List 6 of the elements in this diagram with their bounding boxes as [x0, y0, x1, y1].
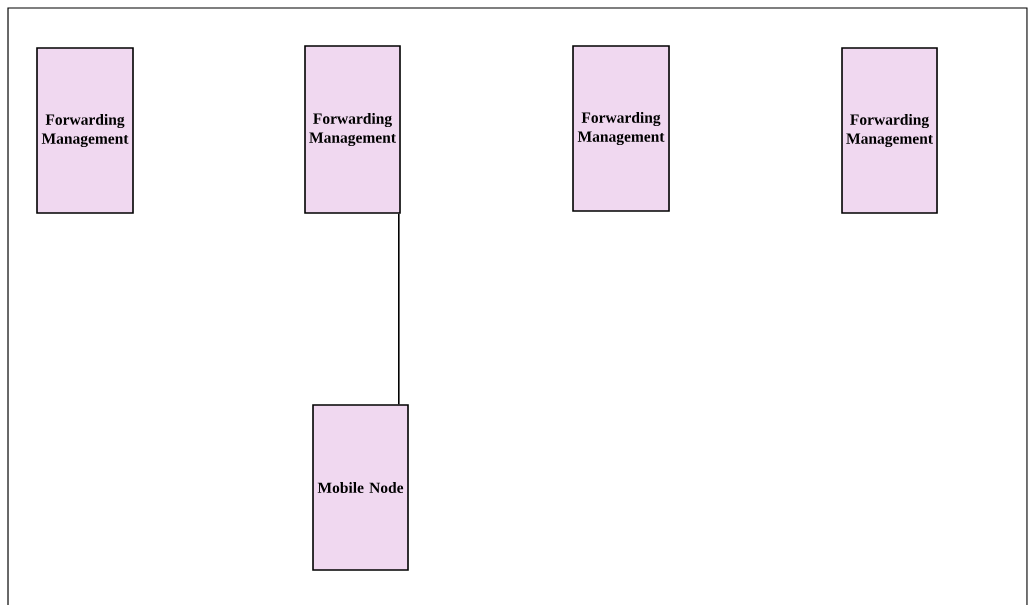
node-box: Mobile Node [312, 404, 409, 571]
node-box: Forwarding Management [572, 45, 670, 212]
connector-line [398, 213, 400, 405]
node-box: Forwarding Management [36, 47, 134, 214]
node-box: Forwarding Management [841, 47, 938, 214]
node-box: Forwarding Management [304, 45, 401, 214]
